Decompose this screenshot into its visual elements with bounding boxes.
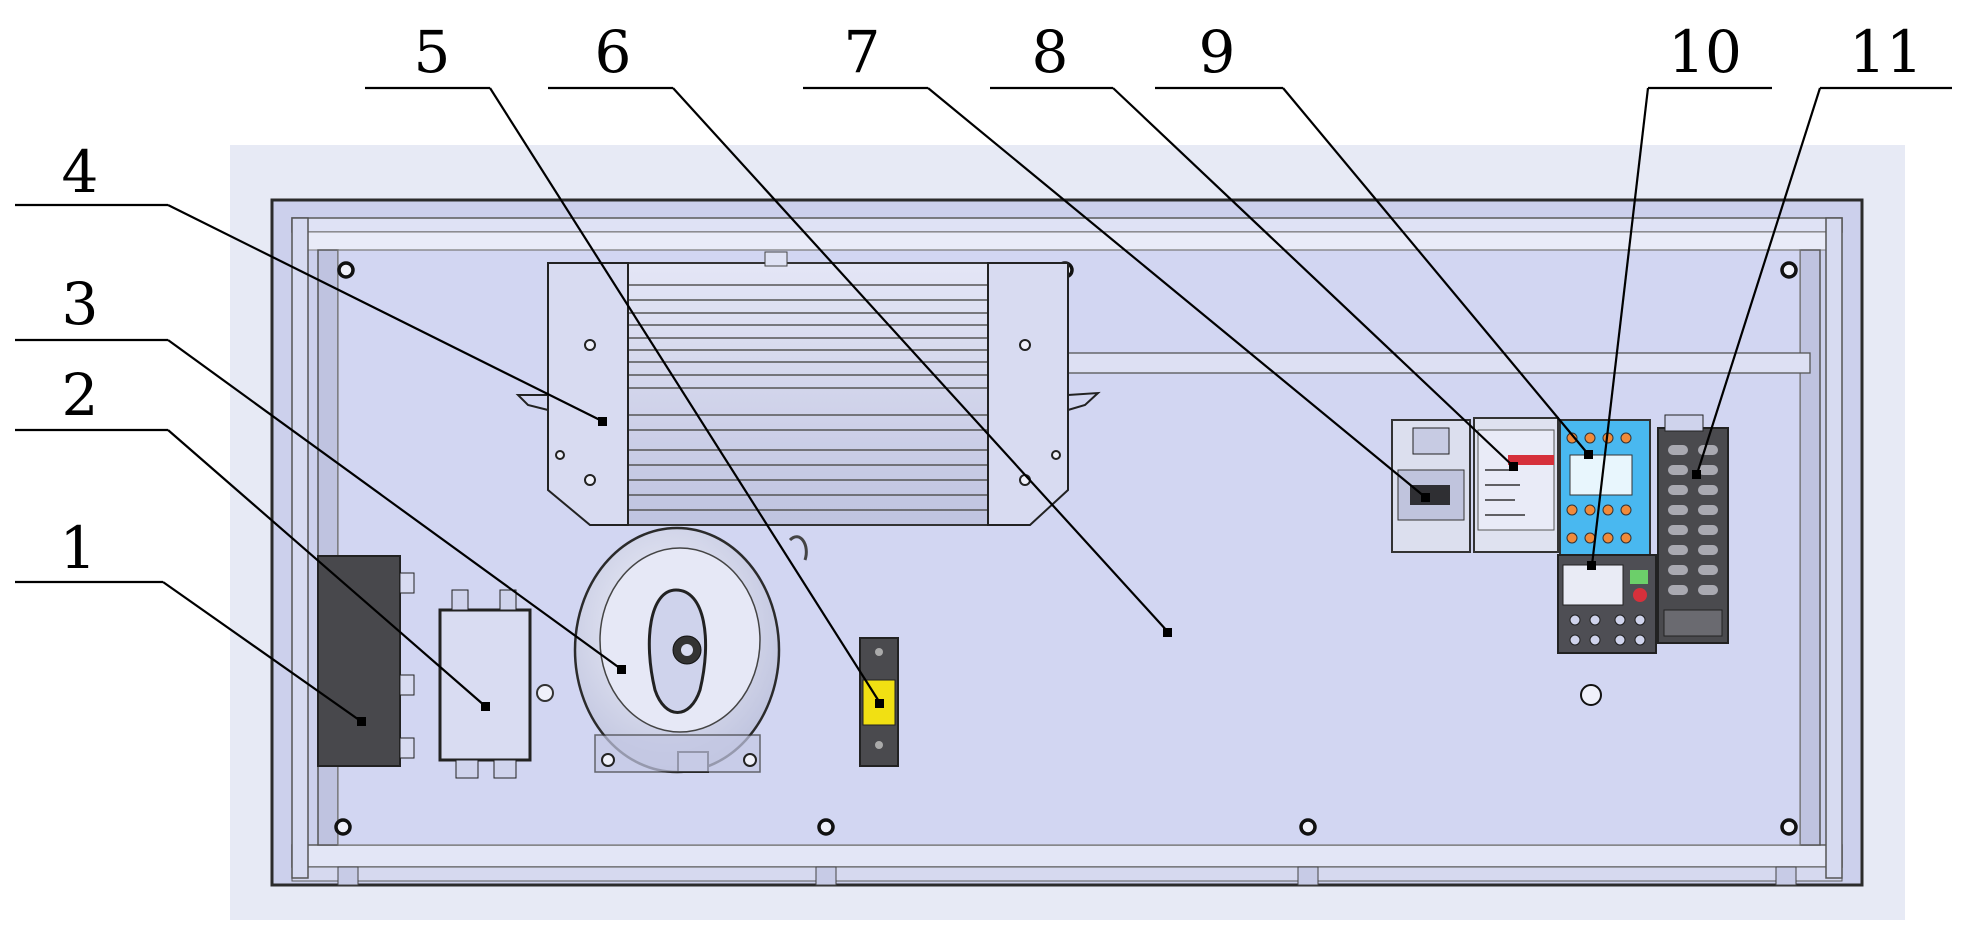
callout-1: 1: [15, 514, 366, 726]
top-rail: [1064, 352, 1811, 374]
callout-8-label: 8: [1032, 18, 1069, 86]
callout-4-label: 4: [62, 138, 99, 206]
callout-11-label: 11: [1849, 18, 1923, 86]
mounting-holes: [334, 261, 1798, 836]
callout-10-label: 10: [1668, 18, 1742, 86]
callout-6: 6: [548, 18, 1172, 637]
callout-4: 4: [15, 138, 607, 426]
compressor: [573, 526, 808, 774]
relay-module: [1391, 419, 1471, 553]
callout-1-label: 1: [60, 514, 97, 582]
callout-8: 8: [990, 18, 1518, 471]
callout-3: 3: [15, 270, 626, 674]
callout-9: 9: [1155, 18, 1593, 459]
callout-7-label: 7: [844, 18, 881, 86]
callout-7: 7: [803, 18, 1430, 502]
contactor: [1557, 554, 1657, 654]
heat-sink-bracket: [515, 251, 1101, 526]
callout-11: 11: [1692, 18, 1952, 479]
terminal-relay: [1559, 419, 1651, 561]
callout-2-label: 2: [62, 361, 99, 429]
callout-3-label: 3: [62, 270, 99, 338]
callout-2: 2: [15, 361, 490, 711]
power-supply: [1657, 414, 1729, 644]
callout-5: 5: [365, 18, 884, 708]
callout-10: 10: [1587, 18, 1772, 570]
controller-module: [1473, 417, 1559, 553]
callout-5-label: 5: [414, 18, 451, 86]
callouts: 1 2 3 4 5: [15, 18, 1952, 726]
connector-block: [317, 555, 415, 767]
filter-box: [438, 589, 554, 779]
callout-6-label: 6: [595, 18, 632, 86]
callout-9-label: 9: [1199, 18, 1236, 86]
